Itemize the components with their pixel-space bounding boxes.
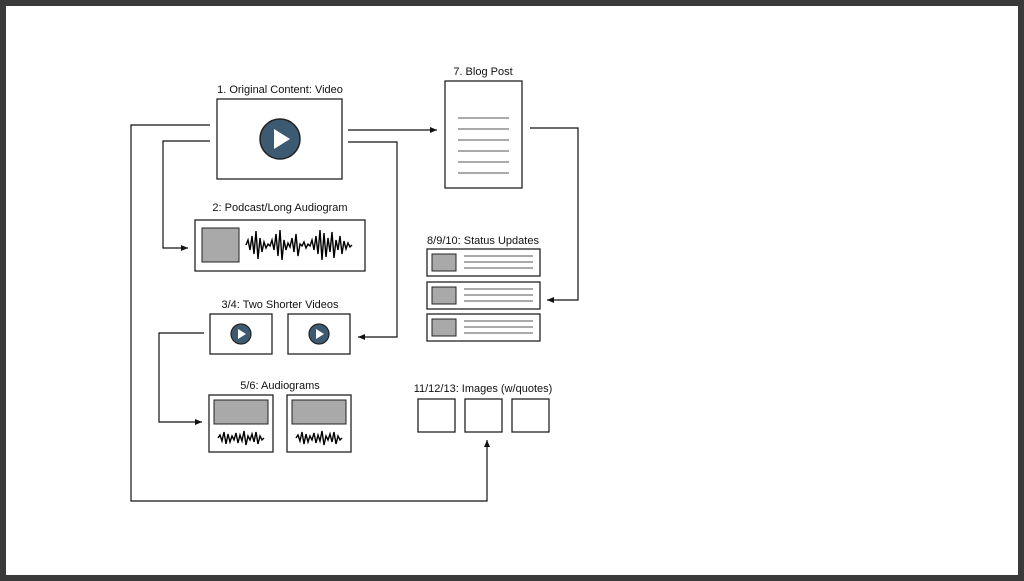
- node-status-updates: 8/9/10: Status Updates: [426, 235, 541, 342]
- play-icon: [230, 323, 252, 345]
- status-card-2: [426, 281, 541, 310]
- label-shorter-videos: 3/4: Two Shorter Videos: [222, 299, 339, 311]
- node-images: 11/12/13: Images (w/quotes): [414, 383, 553, 433]
- arrow-video-to-podcast: [162, 140, 210, 251]
- arrow-shorter-to-audiograms: [158, 332, 204, 425]
- label-status-updates: 8/9/10: Status Updates: [427, 235, 539, 247]
- label-original-video: 1. Original Content: Video: [217, 84, 343, 96]
- node-podcast: 2: Podcast/Long Audiogram: [194, 202, 366, 272]
- thumbnail-icon: [201, 227, 240, 263]
- status-card-1: [426, 248, 541, 277]
- short-video-1: [209, 313, 273, 355]
- waveform-icon: [295, 430, 343, 446]
- label-audiograms: 5/6: Audiograms: [240, 380, 320, 392]
- thumbnail-icon: [291, 399, 347, 425]
- node-blog-post: 7. Blog Post: [444, 66, 523, 189]
- label-podcast: 2: Podcast/Long Audiogram: [212, 202, 347, 214]
- arrow-video-to-shorter: [348, 141, 398, 340]
- document-icon: [444, 80, 523, 189]
- label-images: 11/12/13: Images (w/quotes): [414, 383, 553, 395]
- play-icon: [259, 118, 301, 160]
- node-audiograms: 5/6: Audiograms: [208, 380, 352, 453]
- arrow-blog-to-status: [530, 127, 579, 303]
- node-shorter-videos: 3/4: Two Shorter Videos: [209, 299, 351, 355]
- status-card-3: [426, 313, 541, 342]
- connectors: [130, 124, 579, 502]
- short-video-2: [287, 313, 351, 355]
- image-box-1: [417, 398, 456, 433]
- waveform-icon: [217, 430, 265, 446]
- label-blog-post: 7. Blog Post: [453, 66, 512, 78]
- audiogram-2: [286, 394, 352, 453]
- image-box-3: [511, 398, 550, 433]
- audiogram-1: [208, 394, 274, 453]
- node-original-video: 1. Original Content: Video: [216, 84, 343, 180]
- arrow-video-to-images: [130, 124, 490, 502]
- image-box-2: [464, 398, 503, 433]
- play-icon: [308, 323, 330, 345]
- waveform-icon: [245, 229, 353, 261]
- thumbnail-icon: [213, 399, 269, 425]
